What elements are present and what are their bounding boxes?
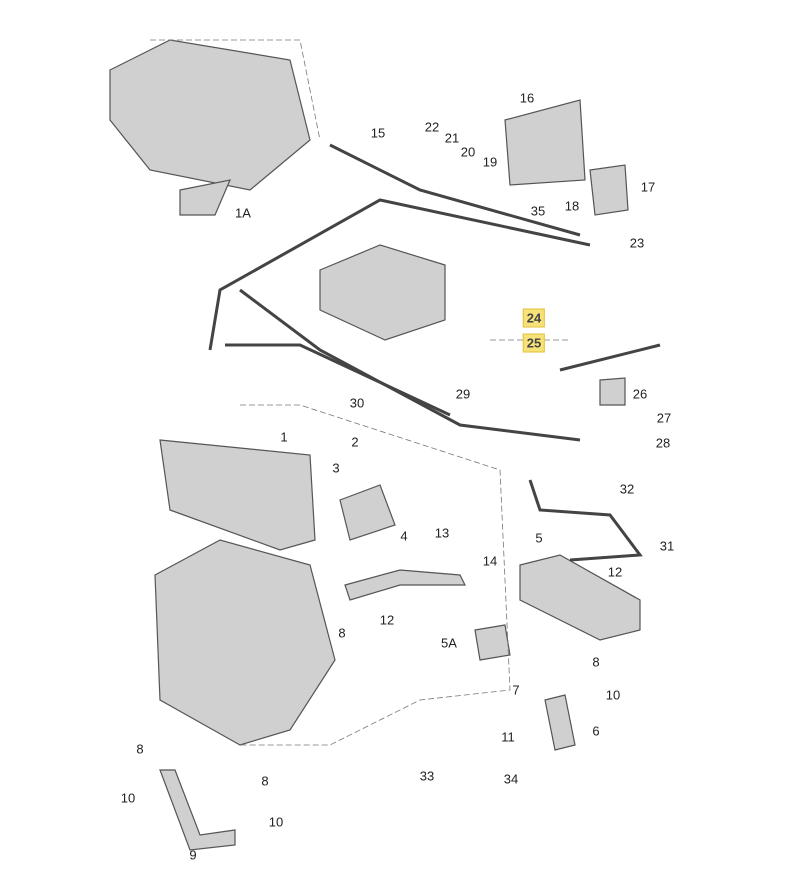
part-label: 28 [655, 435, 671, 451]
part-label: 6 [592, 723, 600, 739]
part-label: 13 [434, 525, 450, 541]
part-label: 7 [512, 682, 520, 698]
part-label: 17 [640, 179, 656, 195]
part-label: 5A [441, 635, 457, 651]
vacuum-hose [559, 343, 661, 372]
solenoid-26 [599, 377, 626, 406]
part-label: 8 [261, 773, 269, 789]
vacuum-hose [329, 143, 581, 237]
part-label: 21 [444, 130, 460, 146]
part-label: 8 [592, 654, 600, 670]
vacuum-hose [528, 479, 643, 562]
engine-block [154, 539, 336, 746]
part-label: 14 [482, 553, 498, 569]
part-label: 12 [607, 564, 623, 580]
bracket-5A [474, 624, 511, 661]
pipe-13 [344, 569, 466, 601]
highlighted-part-label[interactable]: 25 [522, 333, 546, 353]
part-label: 10 [268, 814, 284, 830]
part-label: 16 [519, 90, 535, 106]
part-label: 23 [629, 235, 645, 251]
part-label: 3 [332, 460, 340, 476]
part-label: 26 [632, 386, 648, 402]
part-label: 15 [370, 125, 386, 141]
part-label: 33 [419, 768, 435, 784]
vacuum-hose [239, 288, 581, 442]
part-label: 5 [535, 530, 543, 546]
part-label: 31 [659, 538, 675, 554]
highlighted-part-label[interactable]: 24 [522, 308, 546, 328]
cylinder-head-cover [319, 244, 446, 341]
part-label: 4 [400, 528, 408, 544]
part-label: 11 [501, 729, 515, 745]
egr-cooler [519, 554, 641, 641]
vacuum-hose [208, 198, 591, 351]
part-label: 19 [482, 154, 498, 170]
part-label: 12 [379, 612, 395, 628]
pipe-6 [544, 694, 576, 751]
part-label: 27 [656, 410, 672, 426]
part-label: 10 [120, 790, 136, 806]
part-label: 2 [351, 434, 359, 450]
air-filter-housing [109, 39, 311, 191]
part-label: 1A [235, 205, 251, 221]
intake-manifold [159, 439, 316, 551]
valve-17 [589, 164, 629, 216]
part-label: 8 [338, 625, 346, 641]
part-label: 32 [619, 481, 635, 497]
part-label: 35 [530, 203, 546, 219]
part-label: 20 [460, 144, 476, 160]
bracket-16 [504, 99, 586, 186]
part-label: 18 [564, 198, 580, 214]
part-label: 34 [503, 771, 519, 787]
part-label: 8 [136, 741, 144, 757]
throttle-body [339, 484, 396, 541]
vacuum-hose [225, 343, 451, 417]
pipe-9 [159, 769, 236, 851]
air-intake-duct [179, 179, 232, 216]
part-label: 29 [455, 386, 471, 402]
part-label: 22 [424, 119, 440, 135]
part-label: 1 [280, 429, 288, 445]
part-label: 9 [189, 847, 197, 863]
part-label: 30 [349, 395, 365, 411]
part-label: 10 [605, 687, 621, 703]
